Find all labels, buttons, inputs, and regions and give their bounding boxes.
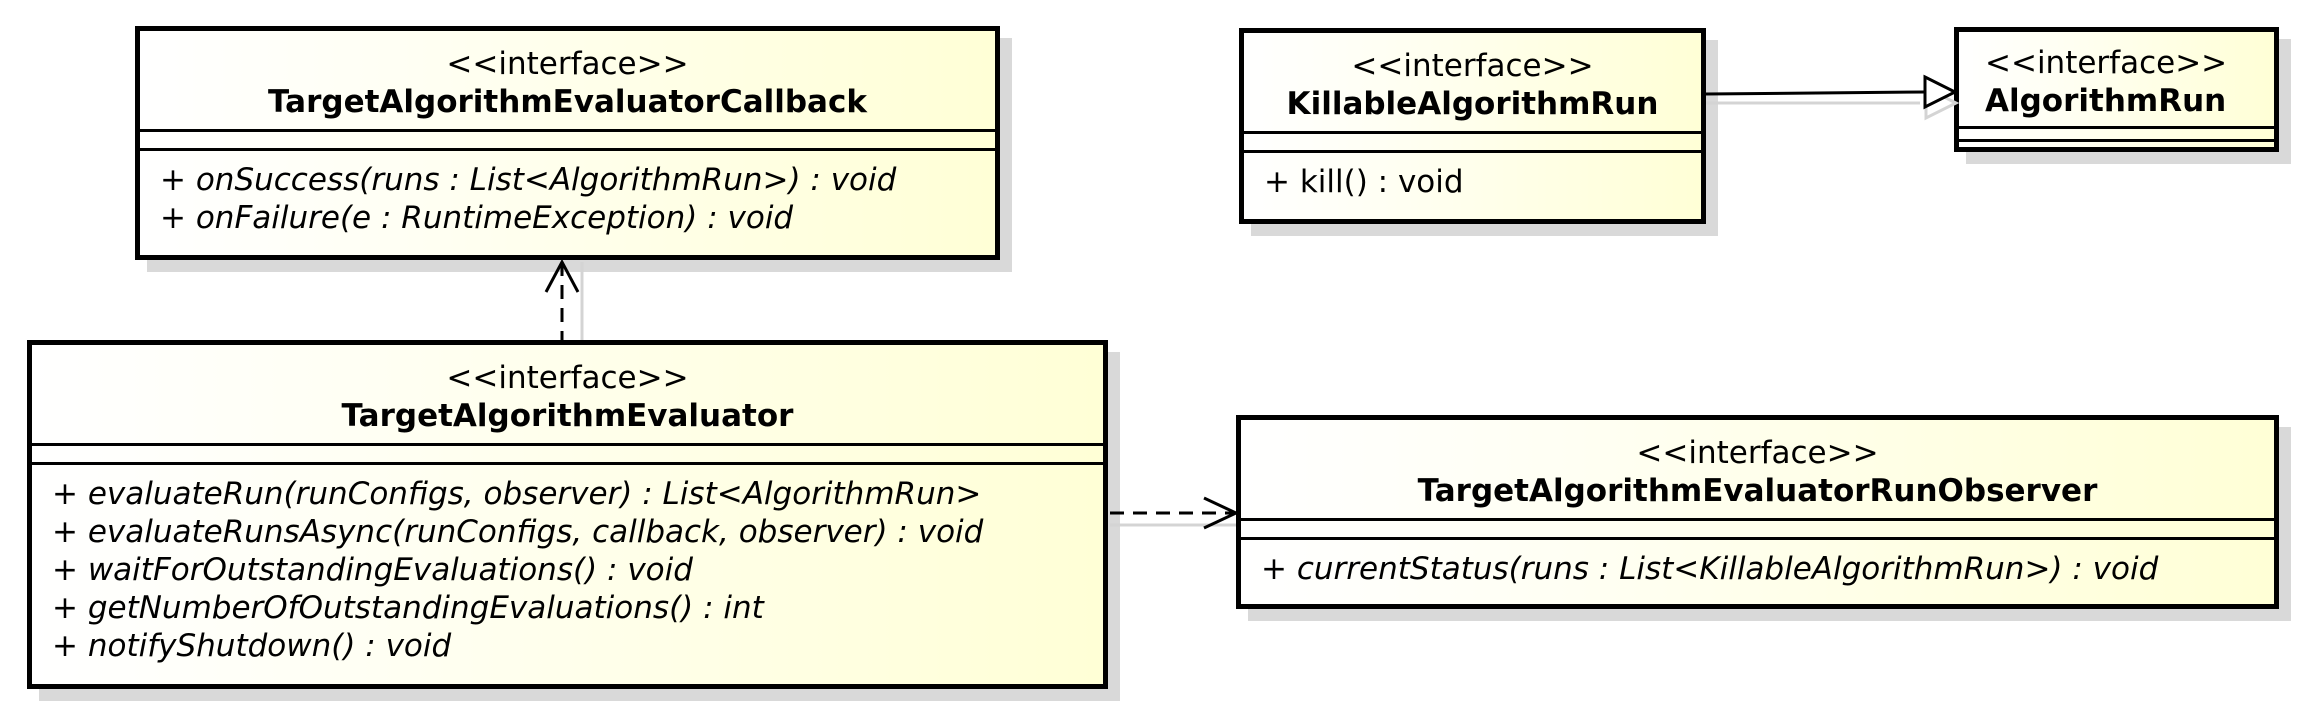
attributes-compartment xyxy=(140,129,995,148)
operation-on-failure: + onFailure(e : RuntimeException) : void xyxy=(160,200,794,236)
operation-get-number-of-outstanding-evaluations: + getNumberOfOutstandingEvaluations() : … xyxy=(52,590,764,626)
attributes-compartment xyxy=(32,443,1103,462)
dependency-evaluator-to-run-observer xyxy=(1110,496,1240,530)
attributes-compartment xyxy=(1241,518,2274,537)
class-name: TargetAlgorithmEvaluator xyxy=(341,398,794,434)
stereotype-label: <<interface>> xyxy=(446,360,689,396)
operation-evaluate-run: + evaluateRun(runConfigs, observer) : Li… xyxy=(52,476,982,512)
class-box-target-algorithm-evaluator[interactable]: <<interface>> TargetAlgorithmEvaluator +… xyxy=(27,340,1108,689)
stereotype-label: <<interface>> xyxy=(446,46,689,82)
class-header: <<interface>> TargetAlgorithmEvaluator xyxy=(32,345,1103,435)
hollow-triangle-arrowhead xyxy=(1923,74,1959,110)
operations-compartment: + kill() : void xyxy=(1244,150,1701,201)
class-box-target-algorithm-evaluator-run-observer[interactable]: <<interface>> TargetAlgorithmEvaluatorRu… xyxy=(1236,415,2279,609)
operations-compartment xyxy=(1959,139,2274,148)
class-header: <<interface>> AlgorithmRun xyxy=(1959,32,2274,120)
class-box-target-algorithm-evaluator-callback[interactable]: <<interface>> TargetAlgorithmEvaluatorCa… xyxy=(135,26,1000,260)
operations-compartment: + onSuccess(runs : List<AlgorithmRun>) :… xyxy=(140,148,995,237)
class-header: <<interface>> KillableAlgorithmRun xyxy=(1244,33,1701,123)
operation-current-status: + currentStatus(runs : List<KillableAlgo… xyxy=(1261,551,2159,587)
operation-on-success: + onSuccess(runs : List<AlgorithmRun>) :… xyxy=(160,162,897,198)
stereotype-label: <<interface>> xyxy=(1985,45,2228,81)
operation-wait-for-outstanding-evaluations: + waitForOutstandingEvaluations() : void xyxy=(52,552,693,588)
operation-kill: + kill() : void xyxy=(1264,164,1464,200)
class-name: TargetAlgorithmEvaluatorRunObserver xyxy=(1417,473,2098,509)
class-name: TargetAlgorithmEvaluatorCallback xyxy=(268,84,867,120)
stereotype-label: <<interface>> xyxy=(1351,48,1594,84)
operation-evaluate-runs-async: + evaluateRunsAsync(runConfigs, callback… xyxy=(52,514,984,550)
operation-notify-shutdown: + notifyShutdown() : void xyxy=(52,628,452,664)
class-box-algorithm-run[interactable]: <<interface>> AlgorithmRun xyxy=(1954,27,2279,152)
class-name: AlgorithmRun xyxy=(1985,83,2227,119)
class-name: KillableAlgorithmRun xyxy=(1286,86,1659,122)
generalization-killable-to-algorithm-run xyxy=(1705,74,1960,121)
operations-compartment: + evaluateRun(runConfigs, observer) : Li… xyxy=(32,462,1103,665)
stereotype-label: <<interface>> xyxy=(1636,435,1879,471)
class-box-killable-algorithm-run[interactable]: <<interface>> KillableAlgorithmRun + kil… xyxy=(1239,28,1706,224)
dependency-evaluator-to-callback xyxy=(544,258,584,340)
class-header: <<interface>> TargetAlgorithmEvaluatorCa… xyxy=(140,31,995,121)
open-arrowhead xyxy=(544,258,580,293)
operations-compartment: + currentStatus(runs : List<KillableAlgo… xyxy=(1241,537,2274,588)
open-arrowhead xyxy=(1203,496,1240,530)
class-header: <<interface>> TargetAlgorithmEvaluatorRu… xyxy=(1241,420,2274,510)
attributes-compartment xyxy=(1959,126,2274,139)
attributes-compartment xyxy=(1244,131,1701,150)
